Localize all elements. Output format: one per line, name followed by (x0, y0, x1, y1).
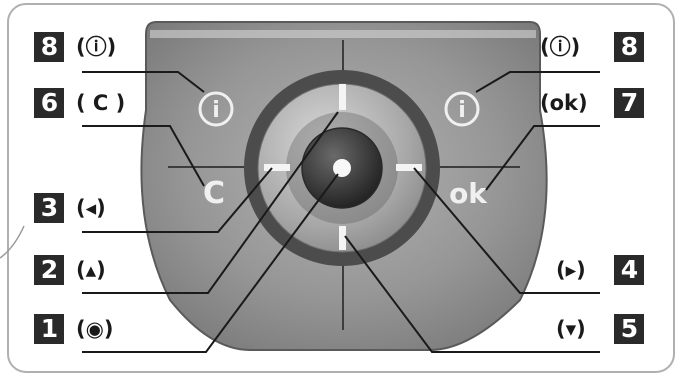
callout-number-right-8: 8 (614, 32, 644, 62)
callout-number-left-3: 3 (34, 193, 64, 223)
callout-number-left-6: 6 (34, 88, 64, 118)
clear-key-label[interactable]: C (203, 176, 225, 211)
callout-symbol-right-4: (▸) (556, 255, 586, 285)
callout-number-right-5: 5 (614, 314, 644, 344)
callout-symbol-right-7: (ok) (540, 88, 588, 118)
callout-number-right-7: 7 (614, 88, 644, 118)
callout-symbol-left-2: (▴) (76, 255, 106, 285)
callout-number-left-2: 2 (34, 255, 64, 285)
callout-symbol-left-8: (ⓘ) (76, 32, 116, 62)
callout-symbol-left-6: ( C ) (76, 88, 125, 118)
callout-number-left-1: 1 (34, 314, 64, 344)
keypad-top-highlight (150, 30, 536, 38)
callout-symbol-right-8: (ⓘ) (540, 32, 580, 62)
callout-symbol-right-5: (▾) (556, 314, 586, 344)
down-key-mark[interactable] (339, 226, 346, 250)
right-key-mark[interactable] (396, 164, 422, 171)
callout-symbol-left-3: (◂) (76, 193, 106, 223)
callout-symbol-left-1: (◉) (76, 314, 114, 344)
callout-number-right-4: 4 (614, 255, 644, 285)
info-icon-glyph: i (212, 98, 220, 123)
center-button-dot (333, 159, 351, 177)
callout-number-left-8: 8 (34, 32, 64, 62)
left-key-mark[interactable] (264, 164, 290, 171)
info-icon-glyph: i (458, 98, 466, 123)
up-key-mark[interactable] (339, 84, 346, 110)
ok-key-label[interactable]: ok (449, 177, 488, 210)
